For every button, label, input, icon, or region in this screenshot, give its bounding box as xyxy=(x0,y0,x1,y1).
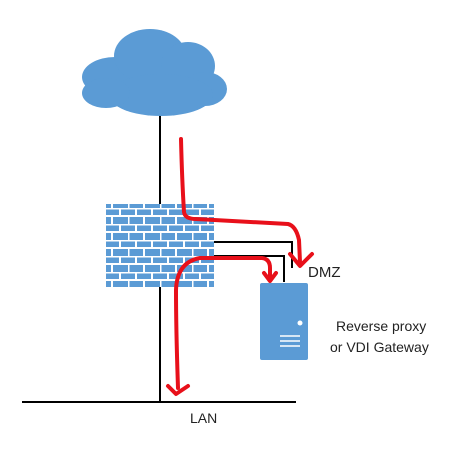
server-icon xyxy=(260,283,308,360)
internet-to-dmz-arrow xyxy=(179,137,302,264)
cloud-icon xyxy=(82,29,227,116)
server-label-line1: Reverse proxy xyxy=(336,318,426,334)
lan-to-server-arrowhead xyxy=(262,271,278,283)
traffic-arrows xyxy=(166,137,314,396)
server-label-line2: or VDI Gateway xyxy=(330,339,429,355)
internet-to-dmz-arrowhead xyxy=(288,252,314,268)
dmz-label: DMZ xyxy=(308,264,341,281)
firewall-icon xyxy=(106,204,214,287)
lan-to-server-tail xyxy=(166,384,190,396)
lan-to-server-arrow xyxy=(174,256,272,390)
lan-label: LAN xyxy=(190,410,217,426)
